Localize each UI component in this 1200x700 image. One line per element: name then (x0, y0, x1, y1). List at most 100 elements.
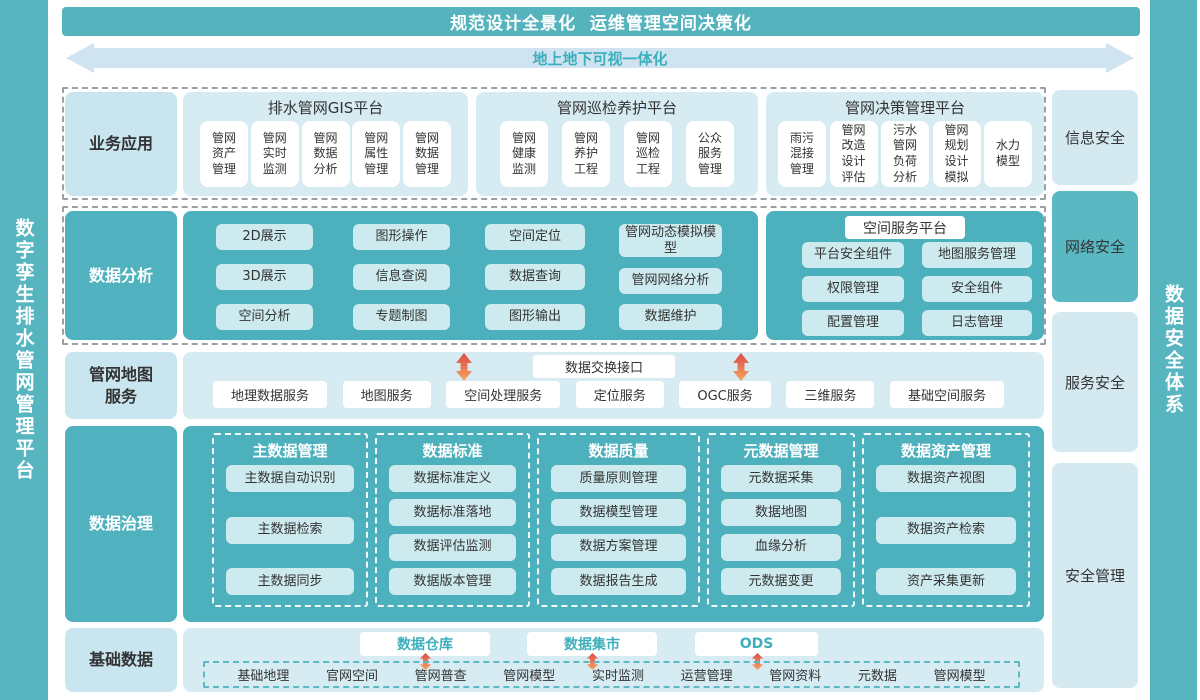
gov-col-items: 元数据采集 数据地图 血缘分析 元数据变更 (721, 465, 841, 595)
app-item-label: 管网改造设计评估 (841, 122, 866, 184)
gov-item: 数据资产检索 (876, 516, 1016, 544)
spatial-item: 安全组件 (922, 276, 1032, 302)
data-source-item: 管网资料 (769, 669, 822, 684)
app-item-label: 管网实时监测 (262, 130, 287, 176)
data-source-item: 运营管理 (680, 669, 733, 684)
row-label-business: 业务应用 (65, 92, 177, 196)
app-item: 公众服务管理 (686, 121, 734, 187)
gov-col-title: 数据资产管理 (900, 442, 991, 460)
gov-item: 质量原则管理 (551, 465, 686, 492)
exchange-arrow-icon (456, 353, 472, 381)
gov-col-data-quality: 数据质量 质量原则管理 数据模型管理 数据方案管理 数据报告生成 (537, 433, 700, 607)
app-item-label: 公众服务管理 (697, 130, 722, 176)
app-item-label: 雨污混接管理 (789, 130, 814, 176)
security-info: 信息安全 (1052, 90, 1138, 185)
app-item: 管网规划设计模拟 (932, 121, 981, 187)
analysis-row-border (62, 206, 1046, 345)
gov-col-title: 数据质量 (588, 442, 649, 460)
row-label-base-data: 基础数据 (65, 628, 177, 692)
map-service-item: 地理数据服务 (213, 381, 328, 408)
top-banner: 规范设计全景化 运维管理空间决策化 (62, 7, 1140, 36)
gov-item: 数据标准定义 (389, 465, 516, 492)
analysis-col: 图形操作 信息查阅 专题制图 (353, 224, 450, 330)
map-service-panel: 数据交换接口 地理数据服务 地图服务 空间处理服务 定位服务 OGC服务 三维服… (183, 352, 1044, 419)
gov-item: 血缘分析 (721, 533, 841, 561)
app-item: 管网养护工程 (562, 121, 610, 187)
app-item-label: 管网养护工程 (573, 130, 598, 176)
data-source-item: 管网模型 (933, 669, 986, 684)
right-security-bar: 数据安全体系 (1150, 0, 1197, 700)
data-store-ods: ODS (695, 632, 818, 656)
map-service-item: OGC服务 (679, 381, 771, 408)
analysis-panel: 2D展示 3D展示 空间分析 图形操作 信息查阅 专题制图 空间定位 数据查询 … (183, 211, 758, 340)
gov-item: 元数据变更 (721, 567, 841, 595)
gov-col-title: 元数据管理 (743, 442, 819, 460)
app-item: 水力模型 (984, 121, 1032, 187)
gov-item: 主数据自动识别 (226, 465, 354, 492)
spatial-service-panel: 空间服务平台 平台安全组件 权限管理 配置管理 地图服务管理 安全组件 日志管理 (766, 211, 1044, 340)
app-item: 管网巡检工程 (624, 121, 672, 187)
app-item-label: 水力模型 (995, 138, 1020, 168)
data-store-mart: 数据集市 (527, 632, 657, 656)
base-data-panel: 数据仓库 数据集市 ODS 基础地理 官网空间 管网普查 管网模型 实时监测 运… (183, 628, 1044, 692)
app-item: 雨污混接管理 (778, 121, 826, 187)
gov-col-master-data: 主数据管理 主数据自动识别 主数据检索 主数据同步 (212, 433, 368, 607)
app-group-items: 管网健康监测 管网养护工程 管网巡检工程 公众服务管理 (476, 118, 758, 196)
app-item: 管网属性管理 (352, 121, 401, 187)
governance-panel: 主数据管理 主数据自动识别 主数据检索 主数据同步 数据标准 数据标准定义 数据… (183, 426, 1044, 622)
spatial-col: 地图服务管理 安全组件 日志管理 (922, 242, 1032, 336)
data-source-item: 管网普查 (414, 669, 467, 684)
gov-item: 主数据检索 (226, 516, 354, 544)
integration-arrow-banner: 地上地下可视一体化 (94, 48, 1106, 68)
gov-item: 数据地图 (721, 499, 841, 527)
app-item: 管网健康监测 (500, 121, 548, 187)
gov-col-title: 主数据管理 (252, 442, 328, 460)
app-group-decision: 管网决策管理平台 雨污混接管理 管网改造设计评估 污水管网负荷分析 管网规划设计… (766, 92, 1044, 196)
app-item-label: 管网资产管理 (211, 130, 236, 176)
app-item-label: 管网健康监测 (511, 130, 536, 176)
spatial-platform-title: 空间服务平台 (845, 216, 965, 239)
app-group-title: 排水管网GIS平台 (267, 99, 384, 117)
gov-item: 数据资产视图 (876, 465, 1016, 492)
data-source-strip: 基础地理 官网空间 管网普查 管网模型 实时监测 运营管理 管网资料 元数据 管… (203, 661, 1020, 688)
row-label-analysis: 数据分析 (65, 211, 177, 340)
gov-item: 资产采集更新 (876, 568, 1016, 595)
analysis-item: 图形输出 (485, 304, 585, 330)
gov-item: 数据评估监测 (389, 533, 516, 561)
security-network: 网络安全 (1052, 191, 1138, 302)
app-group-items: 雨污混接管理 管网改造设计评估 污水管网负荷分析 管网规划设计模拟 水力模型 (766, 118, 1044, 196)
app-item: 管网数据管理 (403, 121, 451, 187)
gov-item: 数据报告生成 (551, 567, 686, 595)
app-group-items: 管网资产管理 管网实时监测 管网数据分析 管网属性管理 管网数据管理 (183, 118, 468, 196)
app-item: 管网实时监测 (250, 121, 299, 187)
spatial-col: 平台安全组件 权限管理 配置管理 (802, 242, 904, 336)
gov-col-items: 质量原则管理 数据模型管理 数据方案管理 数据报告生成 (551, 465, 686, 595)
data-store-warehouse: 数据仓库 (360, 632, 490, 656)
app-item-label: 管网属性管理 (364, 130, 389, 176)
data-source-item: 官网空间 (325, 669, 378, 684)
data-exchange-interface: 数据交换接口 (533, 355, 675, 378)
map-service-item: 定位服务 (575, 381, 664, 408)
map-service-item: 基础空间服务 (889, 381, 1004, 408)
security-manage: 安全管理 (1052, 463, 1138, 688)
app-group-title: 管网巡检养护平台 (556, 99, 677, 117)
row-label-governance: 数据治理 (65, 426, 177, 622)
app-item-label: 管网数据分析 (313, 130, 338, 176)
gov-item: 数据版本管理 (389, 567, 516, 595)
analysis-col: 2D展示 3D展示 空间分析 (216, 224, 313, 330)
analysis-item: 管网动态模拟模型 (619, 224, 722, 258)
analysis-item: 3D展示 (216, 264, 313, 290)
security-service: 服务安全 (1052, 312, 1138, 452)
gov-item: 数据标准落地 (389, 499, 516, 527)
analysis-item: 图形操作 (353, 224, 450, 250)
banner-arrow-right-tip (1106, 43, 1134, 73)
top-banner-title: 规范设计全景化 运维管理空间决策化 (450, 14, 752, 34)
exchange-arrow-icon (733, 353, 749, 381)
analysis-item: 空间分析 (216, 304, 313, 330)
app-item: 管网数据分析 (301, 121, 350, 187)
map-service-item: 空间处理服务 (446, 381, 561, 408)
data-source-item: 实时监测 (591, 669, 644, 684)
app-item-label: 管网数据管理 (414, 130, 439, 176)
data-source-item: 基础地理 (237, 669, 290, 684)
